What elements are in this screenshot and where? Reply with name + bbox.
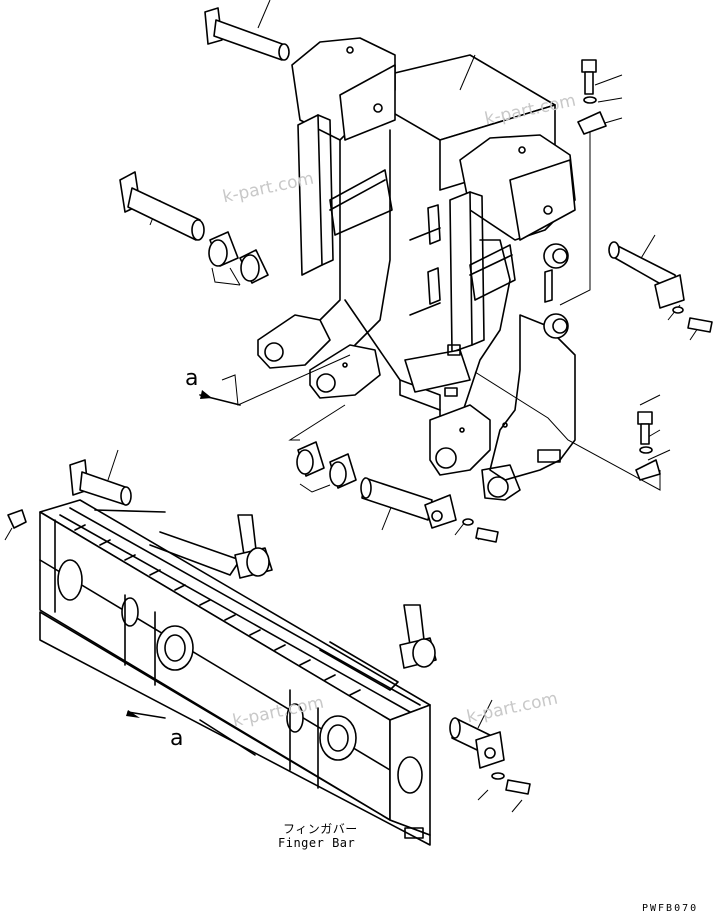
drawing-code: PWFB070 (642, 903, 699, 914)
view-arrows (126, 390, 241, 719)
carriage-frame (257, 37, 576, 501)
part-label-japanese: フィンガバー (283, 822, 358, 836)
middle-pin-assembly (296, 441, 499, 543)
view-label-a-lower: a (170, 726, 184, 751)
top-pin (204, 0, 290, 61)
finger-bar (39, 499, 431, 846)
part-label-english: Finger Bar (278, 836, 356, 850)
finger-bar-pins (4, 449, 531, 813)
view-label-a-upper: a (185, 366, 199, 391)
right-pin-assembly (577, 59, 713, 481)
left-pin-assembly (119, 171, 269, 284)
